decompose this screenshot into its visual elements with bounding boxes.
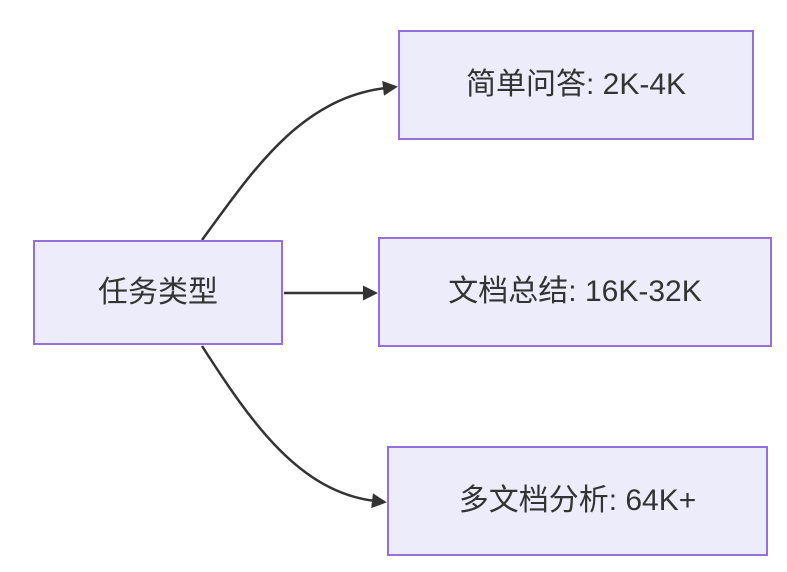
edge-to-simple-qa — [200, 80, 398, 241]
node-doc-summary-label: 文档总结: 16K-32K — [448, 275, 702, 308]
edge-to-multidoc-analysis — [200, 345, 387, 509]
node-task-type-label: 任务类型 — [98, 275, 218, 309]
node-simple-qa-label: 简单问答: 2K-4K — [465, 68, 687, 101]
node-task-type[interactable]: 任务类型 — [33, 240, 283, 345]
node-multidoc-analysis[interactable]: 多文档分析: 64K+ — [387, 446, 768, 556]
node-doc-summary[interactable]: 文档总结: 16K-32K — [378, 237, 772, 347]
node-simple-qa[interactable]: 简单问答: 2K-4K — [398, 30, 754, 140]
node-multidoc-analysis-label: 多文档分析: 64K+ — [458, 484, 697, 517]
